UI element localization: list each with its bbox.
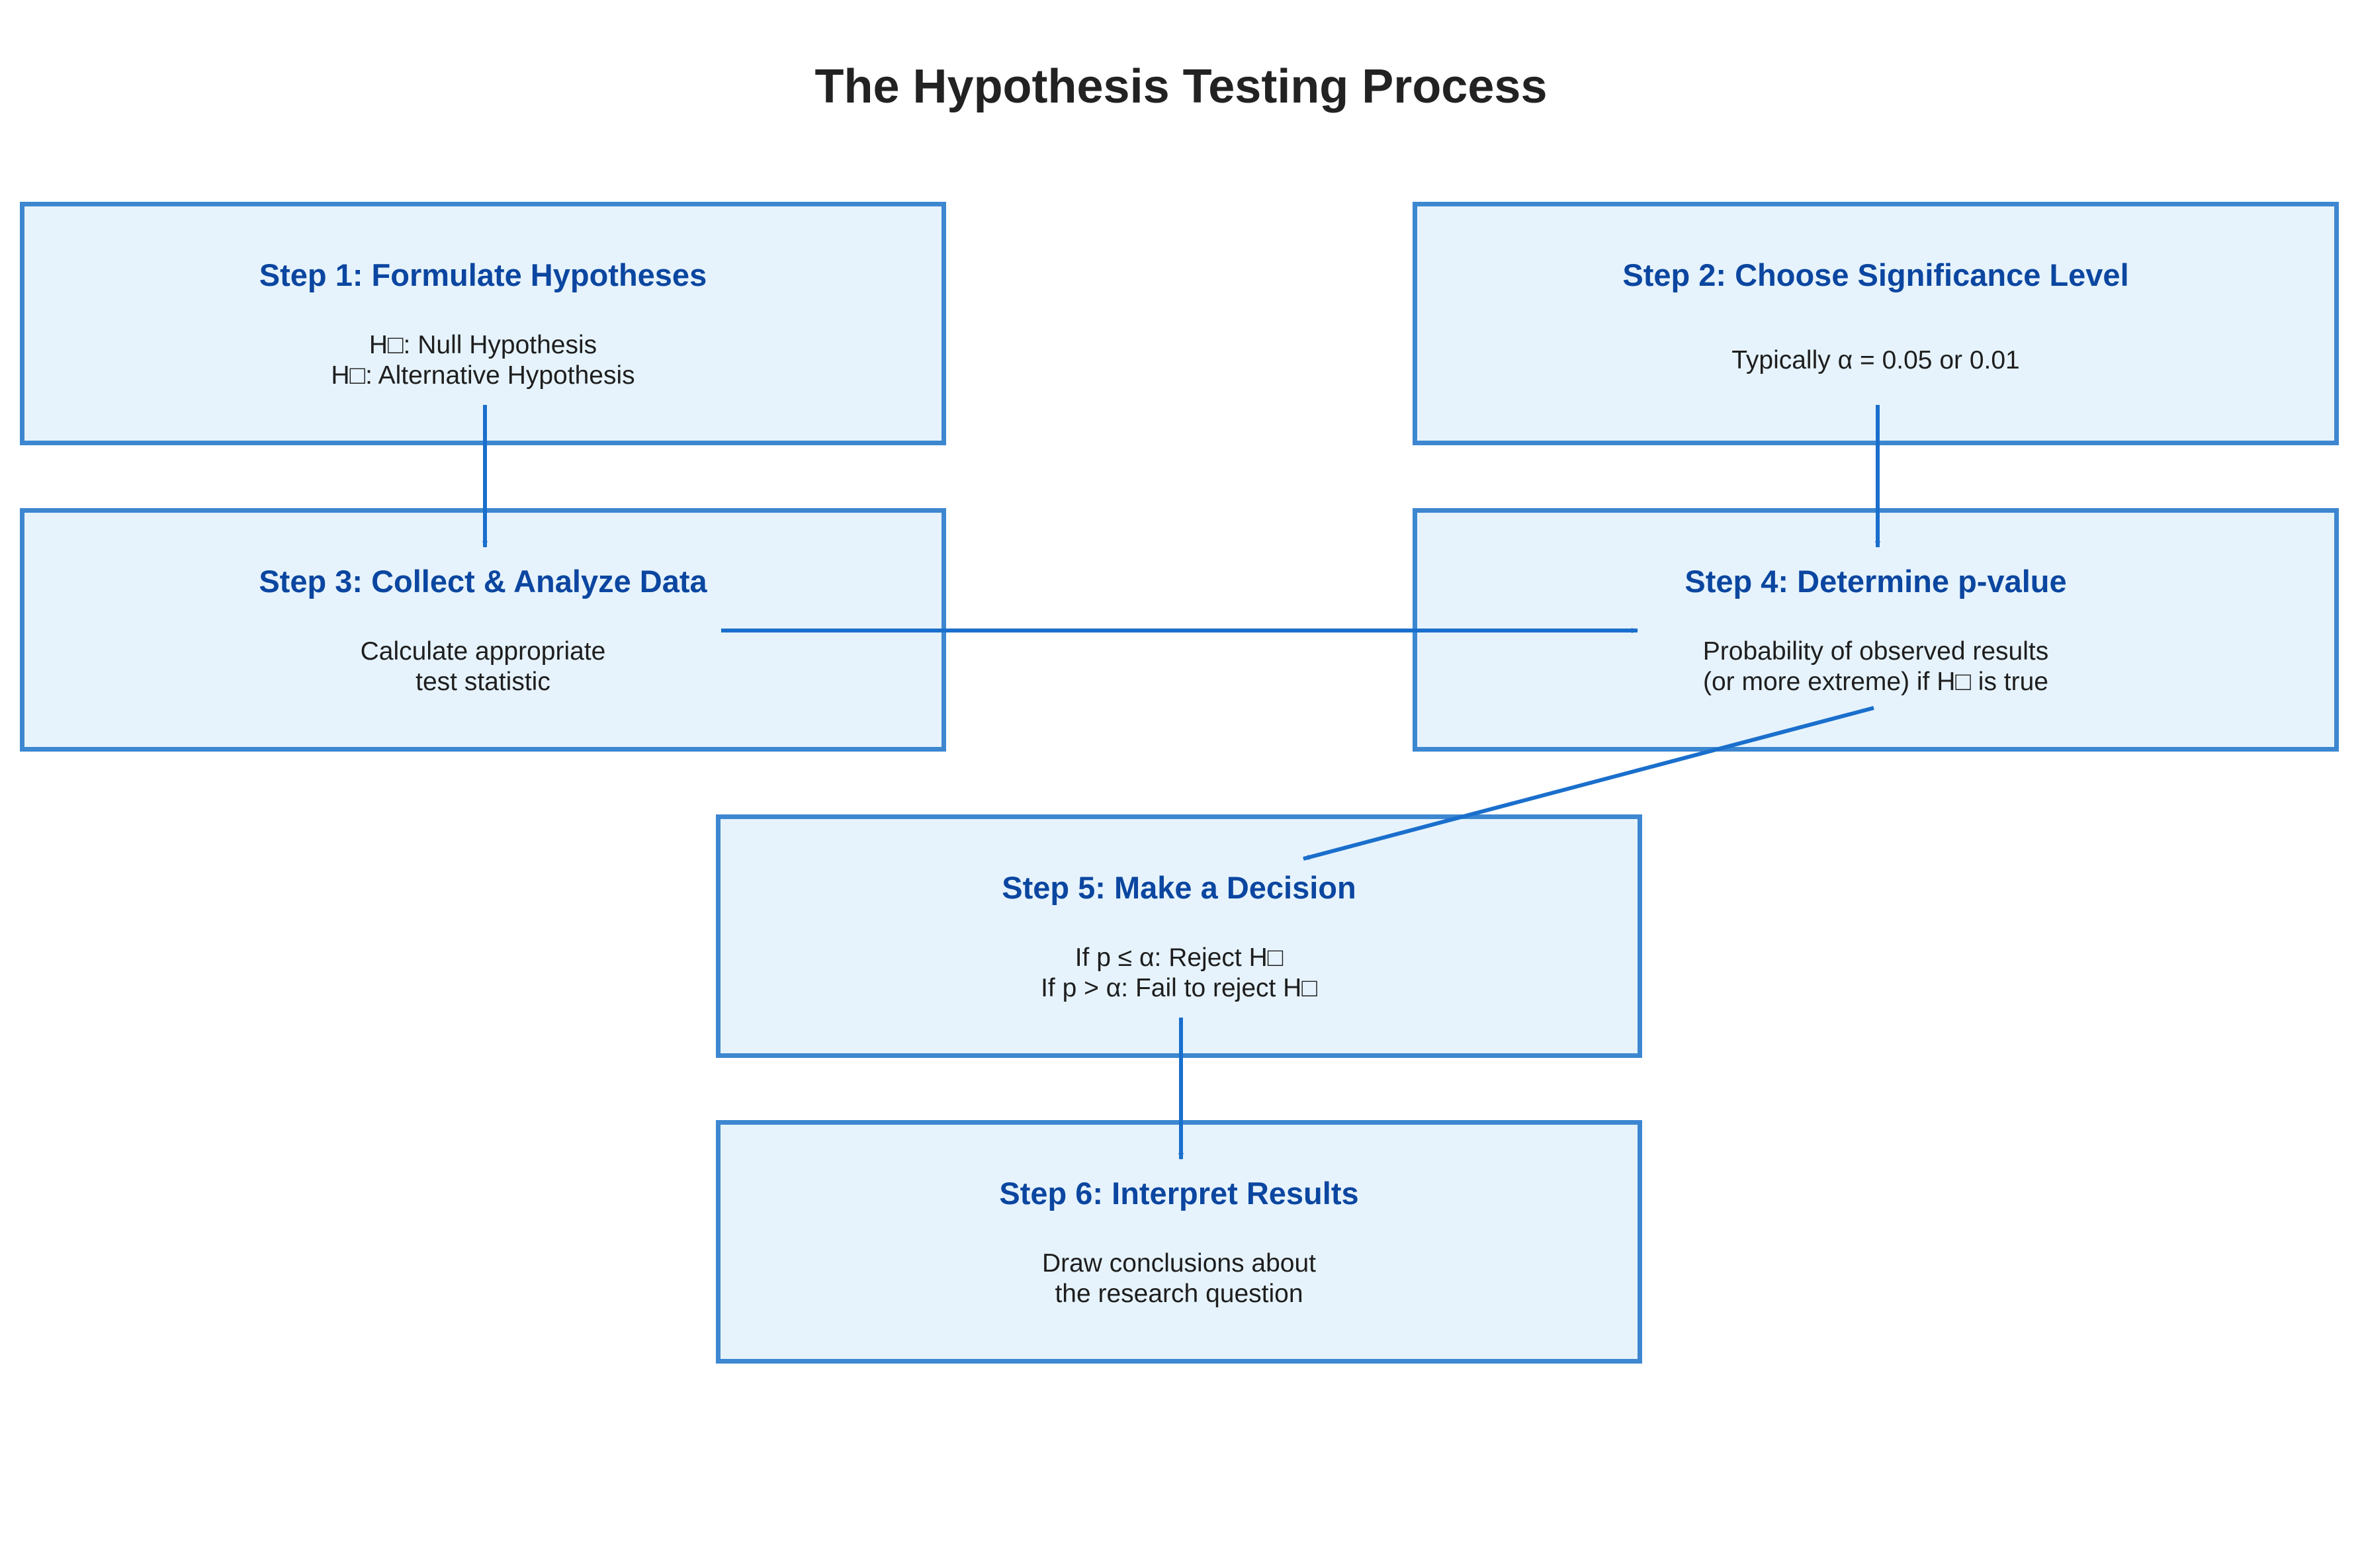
step-2-title: Step 2: Choose Significance Level	[1622, 257, 2129, 292]
step-5-title: Step 5: Make a Decision	[1002, 870, 1356, 905]
step-5-box: Step 5: Make a Decision If p ≤ α: Reject…	[716, 814, 1642, 1058]
step-1-box: Step 1: Formulate Hypotheses H□: Null Hy…	[20, 202, 946, 445]
step-5-body: If p ≤ α: Reject H□ If p > α: Fail to re…	[721, 943, 1638, 1004]
step-4-line-1: Probability of observed results	[1702, 637, 2049, 666]
step-4-title: Step 4: Determine p-value	[1684, 564, 2067, 599]
step-3-line-2: test statistic	[416, 668, 550, 696]
step-4-box: Step 4: Determine p-value Probability of…	[1413, 508, 2339, 752]
step-1-title: Step 1: Formulate Hypotheses	[259, 257, 707, 292]
step-4-body: Probability of observed results (or more…	[1417, 636, 2334, 697]
step-1-body: H□: Null Hypothesis H□: Alternative Hypo…	[24, 330, 941, 391]
step-5-line-1: If p ≤ α: Reject H□	[1074, 943, 1284, 972]
step-4-line-2: (or more extreme) if H□ is true	[1703, 668, 2048, 696]
step-1-line-2: H□: Alternative Hypothesis	[331, 361, 635, 390]
step-3-title: Step 3: Collect & Analyze Data	[259, 564, 707, 599]
step-2-line-1: Typically α = 0.05 or 0.01	[1731, 346, 2020, 374]
step-6-line-1: Draw conclusions about	[1041, 1249, 1317, 1278]
step-6-box: Step 6: Interpret Results Draw conclusio…	[716, 1120, 1642, 1364]
step-3-box: Step 3: Collect & Analyze Data Calculate…	[20, 508, 946, 752]
step-5-line-2: If p > α: Fail to reject H□	[1041, 974, 1317, 1002]
arrow-step4-to-step5	[1303, 706, 1874, 861]
page-title: The Hypothesis Testing Process	[814, 60, 1548, 113]
step-2-body: Typically α = 0.05 or 0.01	[1417, 345, 2334, 376]
step-3-line-1: Calculate appropriate	[360, 637, 606, 666]
step-3-body: Calculate appropriate test statistic	[24, 636, 941, 697]
step-6-title: Step 6: Interpret Results	[999, 1176, 1359, 1211]
step-6-body: Draw conclusions about the research ques…	[721, 1248, 1638, 1309]
step-6-line-2: the research question	[1055, 1280, 1303, 1308]
step-1-line-1: H□: Null Hypothesis	[369, 331, 597, 359]
